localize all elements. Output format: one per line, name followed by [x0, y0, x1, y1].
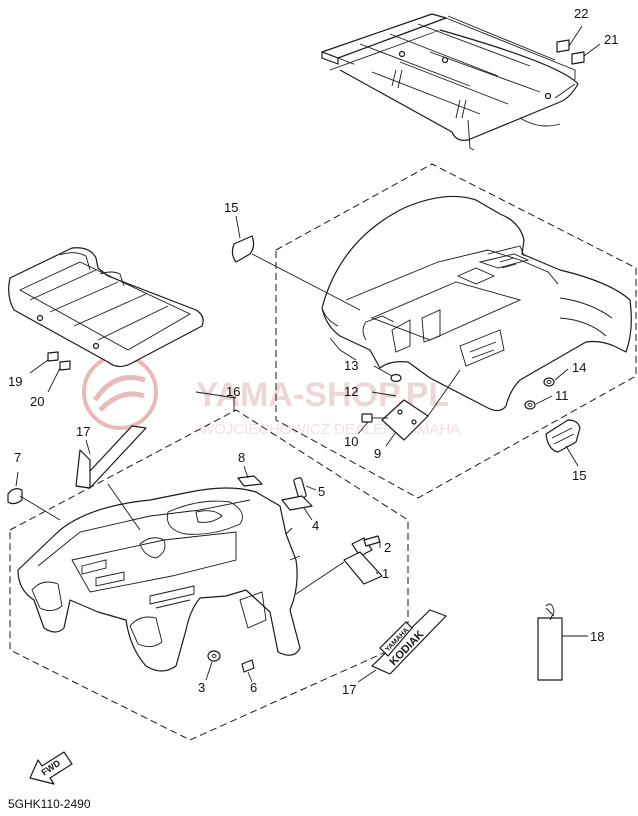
rear-fender	[321, 195, 632, 412]
callout-10: 10	[344, 434, 358, 449]
callout-15-right: 15	[572, 468, 586, 483]
callout-3: 3	[198, 680, 205, 695]
part-12-leader	[371, 391, 397, 397]
part-17-decal-kodiak: KODIAK YAMAHA	[357, 609, 447, 683]
part-14-11	[524, 368, 569, 410]
callout-8: 8	[238, 450, 245, 465]
callout-17-left: 17	[76, 424, 90, 439]
part-10-bolt	[357, 413, 388, 435]
label-19-20	[29, 351, 71, 393]
part-7-pad	[7, 471, 61, 521]
callout-15-top: 15	[224, 200, 238, 215]
part-5-bolt	[293, 477, 317, 499]
front-fender	[17, 487, 301, 672]
callout-9: 9	[374, 446, 381, 461]
callout-6: 6	[250, 680, 257, 695]
callout-16: 16	[226, 384, 240, 399]
rear-carrier	[321, 13, 579, 151]
callout-1: 1	[382, 566, 389, 581]
callout-11: 11	[555, 388, 569, 403]
callout-14: 14	[572, 360, 586, 375]
part-6-clip	[241, 659, 255, 683]
front-fender-group-outline	[9, 409, 409, 741]
callout-7: 7	[14, 450, 21, 465]
part-1-plate	[295, 551, 383, 595]
part-2-bolt	[351, 535, 381, 557]
part-4-bracket	[281, 495, 313, 521]
part-18-tag	[537, 603, 588, 681]
fwd-arrow-icon: FWD	[29, 751, 73, 785]
callout-22: 22	[574, 6, 588, 21]
front-carrier	[8, 247, 204, 368]
part-3-grommet	[205, 650, 221, 681]
diagram-code: 5GHK110-2490	[8, 797, 91, 811]
part-13-nut	[373, 365, 402, 383]
rear-fender-group-outline	[275, 163, 637, 499]
callouts: 22 21 15 19 20 13 14 12 11 16 17 10 9 7 …	[8, 6, 618, 697]
callout-13: 13	[344, 358, 358, 373]
part-15-pad	[231, 215, 255, 263]
label-21-22	[556, 25, 601, 65]
part-8-label	[237, 465, 263, 487]
callout-19: 19	[8, 374, 22, 389]
callout-17-bottom: 17	[342, 682, 356, 697]
part-17-decal-left	[75, 425, 147, 531]
callout-20: 20	[30, 394, 44, 409]
callout-4: 4	[312, 518, 319, 533]
part-15-emblem	[545, 419, 581, 467]
part-9-plate	[381, 369, 461, 447]
callout-2: 2	[384, 540, 391, 555]
callout-21: 21	[604, 32, 618, 47]
callout-12: 12	[344, 384, 358, 399]
callout-5: 5	[318, 484, 325, 499]
callout-18: 18	[590, 629, 604, 644]
